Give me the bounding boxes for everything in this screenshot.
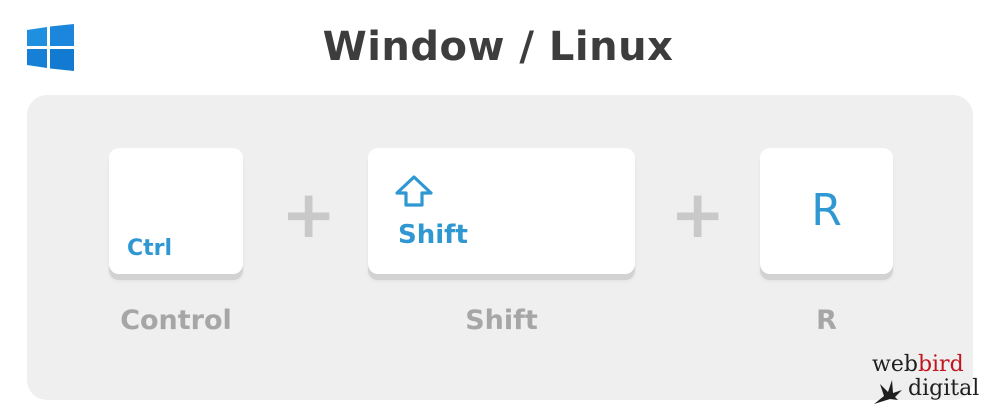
plus-sign: + (670, 176, 726, 253)
shift-key: Shift (368, 148, 635, 274)
brand-bird-text: bird (917, 352, 964, 377)
r-key: R (760, 148, 893, 274)
ctrl-key-label: Ctrl (127, 236, 173, 261)
windows-logo-icon (27, 24, 74, 71)
r-key-label: R (811, 185, 842, 236)
shift-arrow-icon (395, 175, 433, 207)
r-caption: R (816, 305, 837, 336)
brand-wordmark-top: webbird (872, 354, 964, 376)
brand-web-text: web (872, 352, 918, 377)
brand-digital-text: digital (908, 376, 980, 401)
plus-sign: + (281, 176, 337, 253)
shift-key-label: Shift (398, 220, 468, 250)
ctrl-key: Ctrl (109, 148, 243, 274)
brand-watermark: webbird digital (872, 354, 982, 410)
bird-logo-icon (874, 380, 902, 404)
page-title: Window / Linux (322, 24, 674, 70)
shift-caption: Shift (465, 305, 538, 336)
ctrl-caption: Control (120, 305, 232, 336)
